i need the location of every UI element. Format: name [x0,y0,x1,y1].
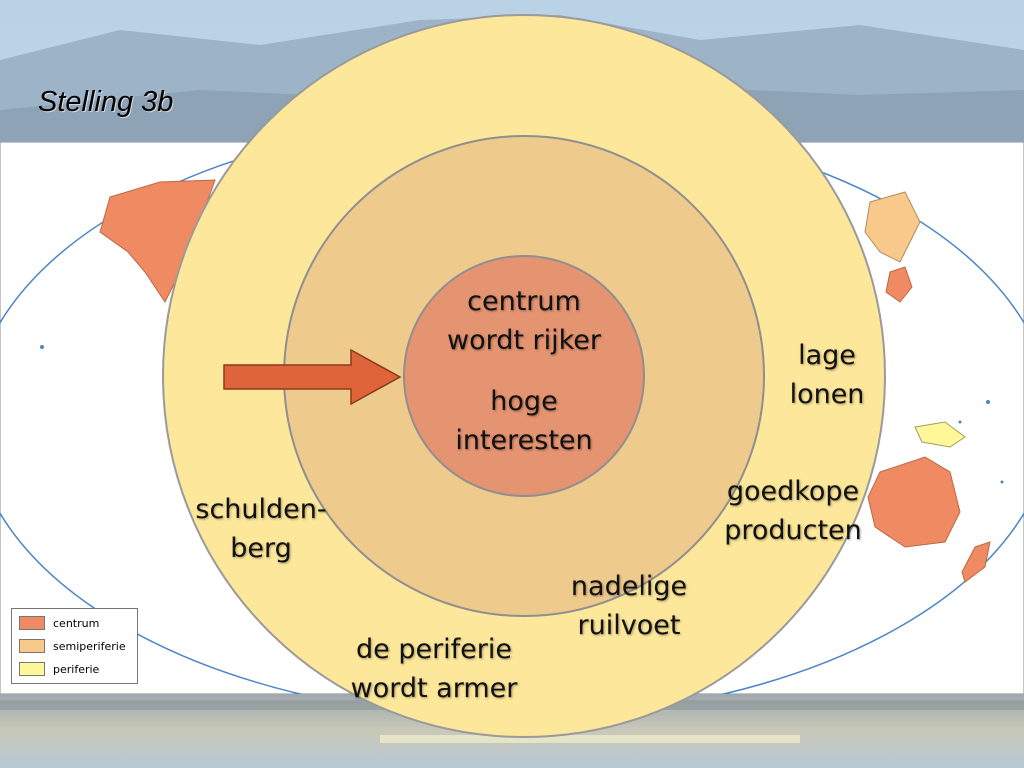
legend-swatch [19,616,45,630]
legend-swatch [19,639,45,653]
label-lage-lonen: lage lonen [789,340,865,410]
legend-item-periferie: periferie [19,661,99,677]
label-hoge-interesten: hoge interesten [455,386,593,456]
legend-item-semiperiferie: semiperiferie [19,638,126,654]
map-legend: centrum semiperiferie periferie [11,608,138,684]
map-region-new-guinea [914,421,966,448]
map-region-new-zealand [961,541,991,583]
map-region-australia [867,456,961,548]
slide-title: Stelling 3b [38,86,174,118]
legend-swatch [19,662,45,676]
legend-label: periferie [53,662,100,676]
right-arrow-icon [223,348,402,406]
label-centrum-wordt-rijker: centrum wordt rijker [446,286,602,356]
map-region-east-asia [864,191,921,263]
center-circle [403,255,645,497]
label-goedkope-producten: goedkope producten [724,476,862,546]
map-region-japan [885,266,913,303]
label-schuldenberg: schulden- berg [195,494,327,564]
label-nadelige-ruilvoet: nadelige ruilvoet [570,571,688,641]
legend-label: semiperiferie [53,639,126,653]
legend-item-centrum: centrum [19,615,99,631]
label-de-periferie-wordt-armer: de periferie wordt armer [350,634,518,704]
legend-label: centrum [53,616,100,630]
